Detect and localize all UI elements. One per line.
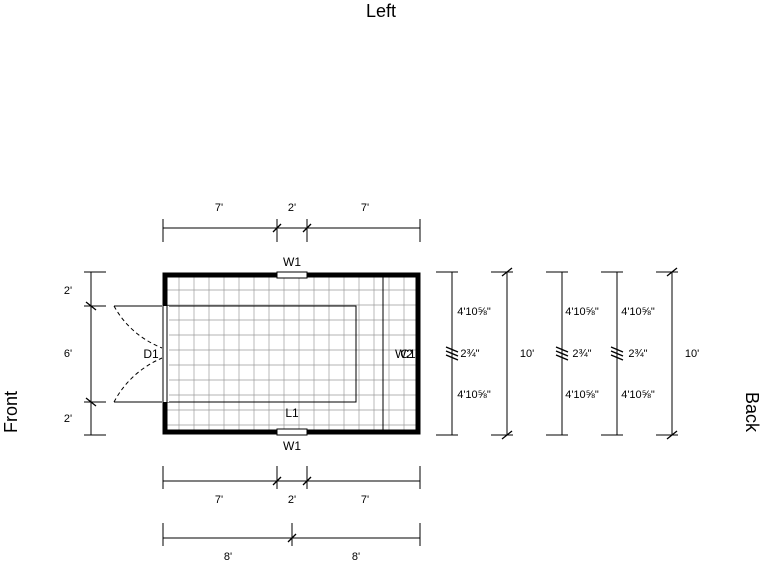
dim-left-3: 2' [64,413,72,425]
dim-right-a-1: 4'10⅝" [457,306,491,318]
dimension-right-e: 10' [656,267,699,440]
dim-right-a-2: 2¾" [460,348,479,360]
wall-label-back: W2 [395,347,413,361]
dim-bottom-2: 2' [288,494,296,506]
dim-right-d-2: 2¾" [628,348,647,360]
dim-bottom-1: 7' [215,494,223,506]
dimension-right-b: 10' [491,267,534,440]
window-w1-top [276,271,308,279]
dim-top-1: 7' [215,202,223,214]
dimension-right-a: 4'10⅝" 2¾" 4'10⅝" [436,271,491,436]
door-label: D1 [143,347,159,361]
dim-left-1: 2' [64,285,72,297]
dim-top-3: 7' [361,202,369,214]
dimension-left: 2' 6' 2' [64,271,106,436]
dim-right-c-3: 4'10⅝" [565,389,599,401]
door-swing [113,305,163,403]
dim-right-a-3: 4'10⅝" [457,389,491,401]
dim-right-d-3: 4'10⅝" [621,389,655,401]
window-label-top: W1 [283,255,301,269]
dim-right-c-2: 2¾" [572,348,591,360]
door-opening [161,306,169,402]
dim-bottom-lower-1: 8' [224,551,232,563]
dimension-bottom-lower: 8' 8' [162,523,421,563]
dim-left-2: 6' [64,348,72,360]
dimension-bottom-upper: 7' 2' 7' [162,466,421,506]
floor-grid [165,277,417,431]
dim-bottom-lower-2: 8' [352,551,360,563]
dimension-right-c: 4'10⅝" 2¾" 4'10⅝" [546,271,599,436]
dim-right-d-1: 4'10⅝" [621,306,655,318]
side-label-front: Front [1,391,21,433]
side-label-back: Back [742,392,762,433]
loft-label: L1 [285,406,299,420]
dim-bottom-3: 7' [361,494,369,506]
side-label-left: Left [366,1,396,21]
window-w1-bottom [276,428,308,436]
dimension-right-d: 4'10⅝" 2¾" 4'10⅝" [601,271,655,436]
wall-label-back-overlay: C1 [400,347,416,361]
dim-right-b: 10' [520,348,534,360]
dimension-top: 7' 2' 7' [162,202,421,242]
dim-right-c-1: 4'10⅝" [565,306,599,318]
dim-right-e: 10' [685,348,699,360]
window-label-bottom: W1 [283,439,301,453]
dim-top-2: 2' [288,202,296,214]
